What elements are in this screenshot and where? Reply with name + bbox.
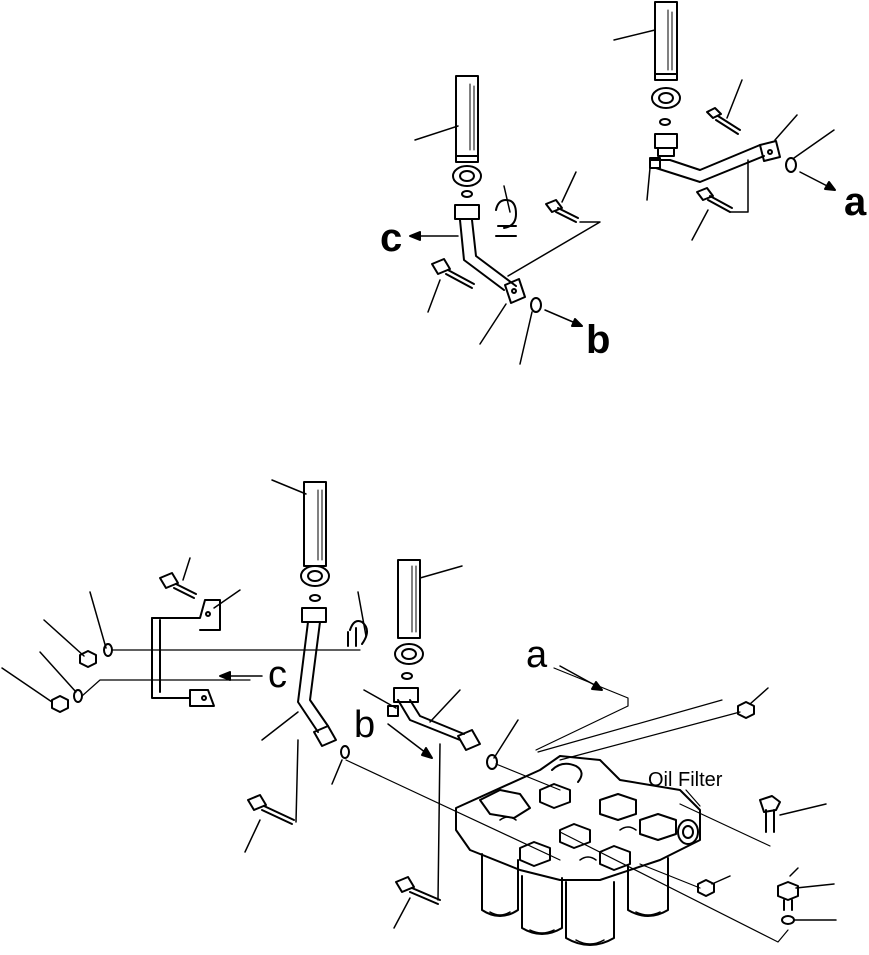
top-left-hose-assembly	[410, 76, 600, 364]
tube-flange	[505, 279, 525, 303]
o-ring	[462, 191, 472, 197]
o-ring	[341, 746, 349, 758]
flange	[453, 166, 481, 186]
o-ring	[402, 673, 412, 679]
tube-flange	[314, 726, 336, 746]
callout-label-a: a	[526, 634, 548, 676]
callout-label-c: c	[380, 216, 403, 260]
tube-flange	[458, 730, 480, 750]
hose	[304, 482, 326, 566]
callout-label-a: a	[844, 180, 867, 224]
support-bracket-assembly	[2, 558, 360, 712]
oil-filter-label: Oil Filter	[648, 769, 723, 791]
drain-plug	[778, 882, 798, 910]
o-ring	[786, 158, 796, 172]
hose	[398, 560, 420, 638]
bolt	[697, 188, 732, 212]
oil-filter-assembly	[456, 756, 700, 945]
o-ring	[660, 119, 670, 125]
hose-upper-left	[456, 76, 478, 156]
u-clamp	[496, 200, 516, 228]
tube	[298, 622, 318, 732]
o-ring	[487, 755, 497, 769]
nut	[52, 696, 68, 712]
bracket	[152, 618, 190, 698]
flange	[395, 644, 423, 664]
filter-canister	[522, 876, 562, 934]
nut	[698, 880, 714, 896]
bolt	[707, 108, 740, 134]
washer	[782, 916, 794, 924]
filter-canister	[628, 858, 668, 916]
lower-right-hose-assembly	[364, 560, 560, 928]
bolt	[248, 795, 294, 824]
bolt	[760, 796, 780, 832]
flange	[652, 88, 680, 108]
tube	[460, 220, 504, 290]
top-right-hose-assembly	[614, 2, 835, 240]
flange	[301, 566, 329, 586]
filter-canister	[566, 882, 614, 945]
filter-head	[456, 756, 700, 880]
hose-upper-right	[655, 2, 677, 74]
o-ring	[531, 298, 541, 312]
bolt	[546, 200, 578, 222]
lower-left-hose-assembly	[245, 480, 560, 860]
bolt	[396, 877, 440, 904]
filter-fasteners	[536, 666, 836, 942]
nut	[80, 651, 96, 667]
tube-flange	[760, 141, 780, 161]
callout-label-b: b	[586, 318, 611, 362]
o-ring	[310, 595, 320, 601]
callout-label-b: b	[354, 704, 376, 746]
filter-canister	[482, 854, 518, 916]
tube	[398, 700, 460, 740]
bolt	[432, 259, 474, 288]
nut	[738, 702, 754, 718]
bolt	[160, 573, 196, 598]
callout-label-c: c	[268, 654, 287, 696]
